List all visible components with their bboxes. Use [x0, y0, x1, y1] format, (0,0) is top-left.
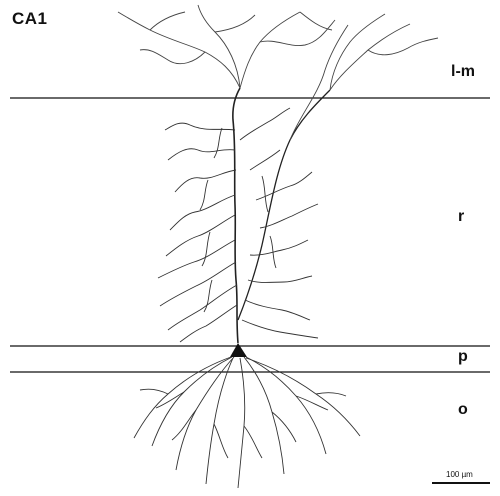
apical-tuft [118, 5, 438, 140]
basal-dendrites [134, 357, 360, 488]
scale-bar-label: 100 µm [446, 470, 473, 479]
oblique-dendrites [158, 108, 318, 342]
neuron-soma [230, 343, 247, 357]
